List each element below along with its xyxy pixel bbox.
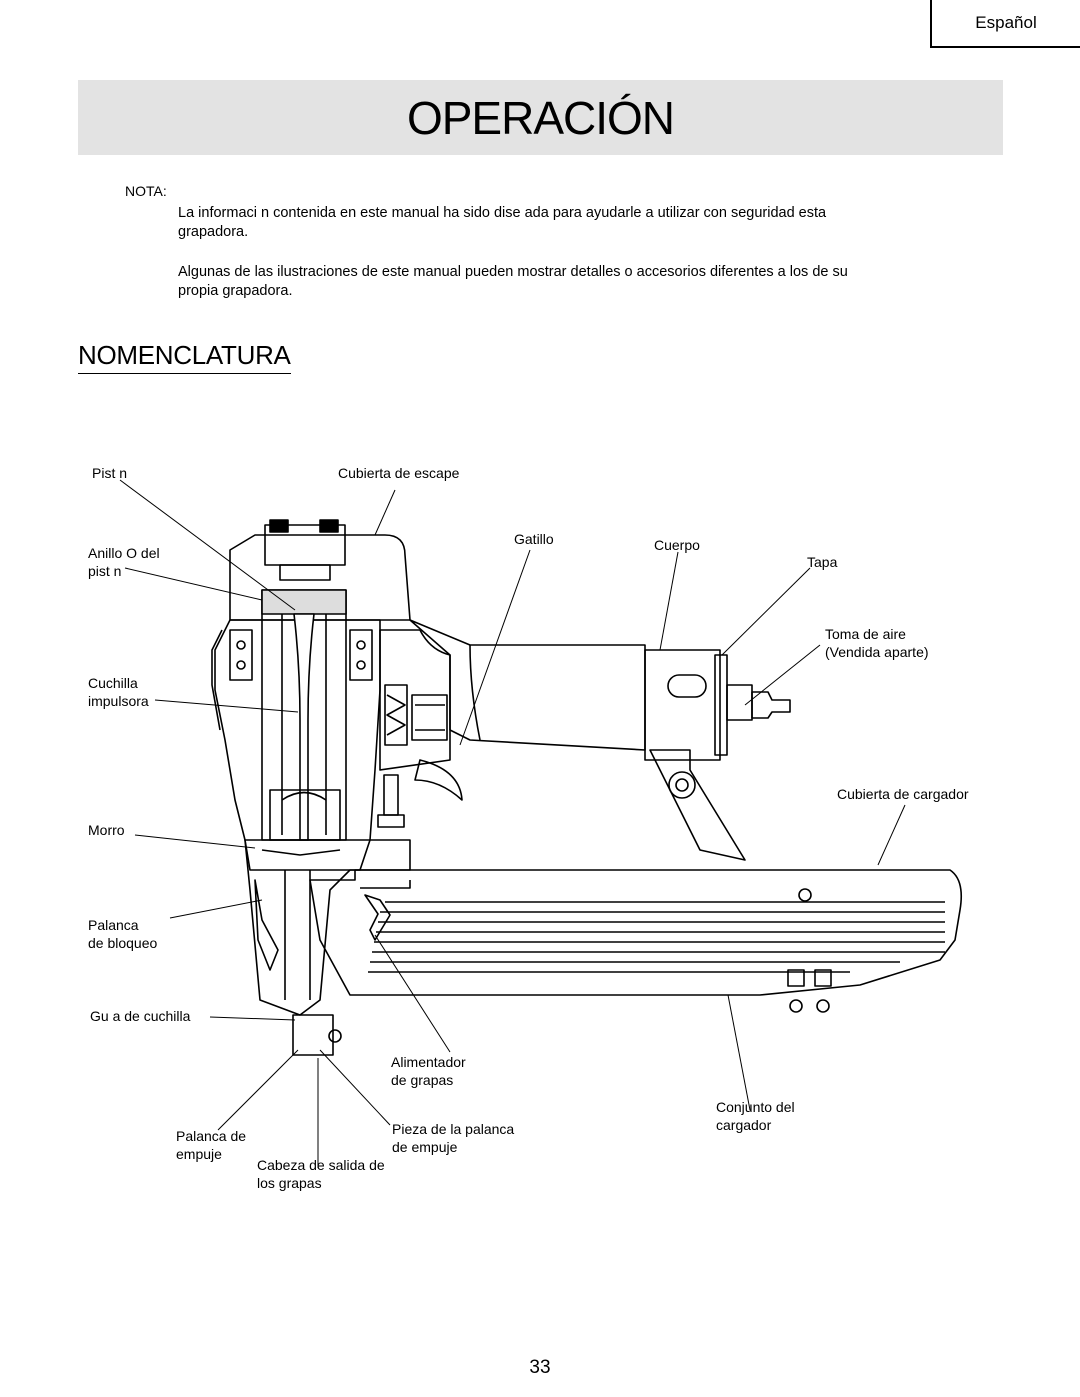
label-push-lever-piece: Pieza de la palanca de empuje xyxy=(392,1121,515,1155)
title-band: OPERACIÓN xyxy=(78,80,1003,155)
page-title: OPERACIÓN xyxy=(406,91,675,144)
label-driver-blade: Cuchilla impulsora xyxy=(88,675,149,709)
note-paragraph-2: Algunas de las ilustraciones de este man… xyxy=(178,264,848,299)
label-nose: Morro xyxy=(88,822,125,838)
label-trigger: Gatillo xyxy=(514,531,554,547)
stapler-cross-section-drawing xyxy=(119,479,963,1168)
nailer-diagram: Pist n Cubierta de escape Gatillo Cuerpo… xyxy=(0,440,1080,1220)
label-body: Cuerpo xyxy=(654,537,700,553)
label-lock-lever: Palanca de bloqueo xyxy=(88,917,158,951)
label-magazine-cover: Cubierta de cargador xyxy=(837,786,969,802)
label-cap: Tapa xyxy=(807,554,838,570)
language-tab: Español xyxy=(930,0,1080,48)
note-label: NOTA: xyxy=(125,183,167,199)
label-blade-guide: Gu a de cuchilla xyxy=(90,1008,191,1024)
label-piston-o-ring: Anillo O del pist n xyxy=(88,545,160,579)
label-push-lever: Palanca de empuje xyxy=(176,1128,247,1162)
note-paragraph-1: La informaci n contenida en este manual … xyxy=(178,205,827,240)
label-exhaust-cover: Cubierta de escape xyxy=(338,465,460,481)
label-staple-outlet-head: Cabeza de salida de los grapas xyxy=(257,1157,385,1191)
page-number: 33 xyxy=(529,1357,551,1378)
label-magazine-assembly: Conjunto del cargador xyxy=(716,1099,795,1133)
section-title: NOMENCLATURA xyxy=(78,340,291,374)
label-staple-feeder: Alimentador de grapas xyxy=(391,1054,466,1088)
label-air-plug: Toma de aire (Vendida aparte) xyxy=(825,626,929,660)
label-piston: Pist n xyxy=(92,465,128,481)
